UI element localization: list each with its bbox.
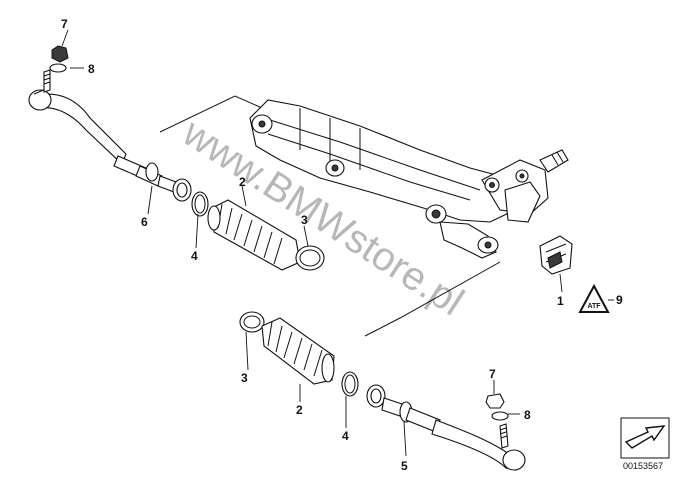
callout-1: 1 bbox=[557, 294, 564, 308]
callout-4-top: 4 bbox=[191, 249, 198, 263]
warning-triangle-icon: ATF bbox=[578, 283, 610, 313]
callout-7-bottom: 7 bbox=[489, 367, 496, 381]
callout-5: 5 bbox=[401, 459, 408, 473]
tie-rod-icon bbox=[28, 45, 192, 202]
clamp-icon bbox=[341, 371, 359, 397]
direction-arrow-icon bbox=[620, 417, 670, 459]
callout-7-top: 7 bbox=[61, 17, 68, 31]
bracket-icon bbox=[539, 235, 573, 275]
bellows-icon bbox=[207, 199, 301, 271]
clamp-icon bbox=[239, 311, 265, 333]
callout-6: 6 bbox=[141, 215, 148, 229]
bellows-icon bbox=[261, 317, 335, 385]
steering-rack-icon bbox=[159, 95, 569, 337]
clamp-icon bbox=[295, 245, 325, 271]
callout-8-bottom: 8 bbox=[524, 408, 531, 422]
svg-text:ATF: ATF bbox=[587, 303, 601, 310]
clamp-icon bbox=[191, 191, 209, 217]
leader-lines bbox=[61, 29, 614, 457]
callout-4-bottom: 4 bbox=[342, 429, 349, 443]
doc-number: 00153567 bbox=[623, 461, 663, 471]
callout-2-bottom: 2 bbox=[296, 403, 303, 417]
callout-9: 9 bbox=[616, 293, 623, 307]
callout-3-bottom: 3 bbox=[241, 371, 248, 385]
callout-8-top: 8 bbox=[88, 62, 95, 76]
callouts: 7 8 6 4 2 3 1 9 3 2 4 5 7 8 bbox=[61, 17, 623, 473]
callout-2-top: 2 bbox=[239, 175, 246, 189]
callout-3-top: 3 bbox=[301, 213, 308, 227]
tie-rod-icon bbox=[366, 384, 526, 471]
